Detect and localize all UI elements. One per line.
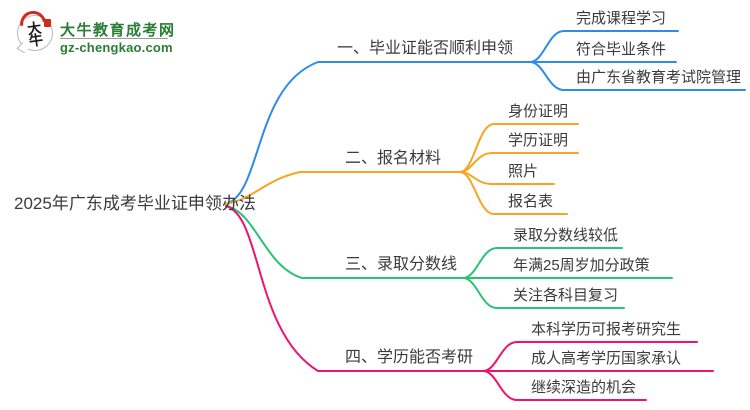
branch3-label: 三、录取分数线 <box>345 256 458 273</box>
logo-seal-icon <box>44 19 51 27</box>
branch1-label: 一、毕业证能否顺利申领 <box>337 40 514 57</box>
branch2-label: 二、报名材料 <box>345 150 442 167</box>
branch4-child2: 成人高考学历国家承认 <box>531 350 682 367</box>
branch2-child2: 学历证明 <box>508 132 569 149</box>
branch2-child3: 照片 <box>508 163 539 180</box>
branch4-child1: 本科学历可报考研究生 <box>531 321 682 338</box>
logo-divider <box>60 38 168 39</box>
site-url: gz-chengkao.com <box>60 40 173 55</box>
link-root-branch1 <box>225 61 531 205</box>
branch3-child2: 年满25周岁加分政策 <box>513 257 650 274</box>
logo-icon: 大牛 <box>16 8 53 54</box>
branch1-child1: 完成课程学习 <box>576 10 667 27</box>
branch1-child2: 符合毕业条件 <box>576 41 667 58</box>
branch4-child3: 继续深造的机会 <box>531 379 637 396</box>
branch3-child1: 录取分数线较低 <box>513 227 619 244</box>
branch1-child3: 由广东省教育考试院管理 <box>576 69 742 86</box>
root-node: 2025年广东成考毕业证申领办法 <box>14 194 256 213</box>
link-root-branch2 <box>225 171 461 205</box>
link-branch2-child3 <box>459 171 555 185</box>
branch3-child3: 关注各科目复习 <box>513 287 619 304</box>
branch2-child4: 报名表 <box>508 193 554 210</box>
branch4-label: 四、学历能否考研 <box>345 349 474 366</box>
site-logo: 大牛 大牛教育成考网 gz-chengkao.com <box>0 0 200 70</box>
logo-icon-text: 大牛 <box>25 20 45 46</box>
branch2-child1: 身份证明 <box>508 103 569 120</box>
site-name: 大牛教育成考网 <box>60 22 176 39</box>
